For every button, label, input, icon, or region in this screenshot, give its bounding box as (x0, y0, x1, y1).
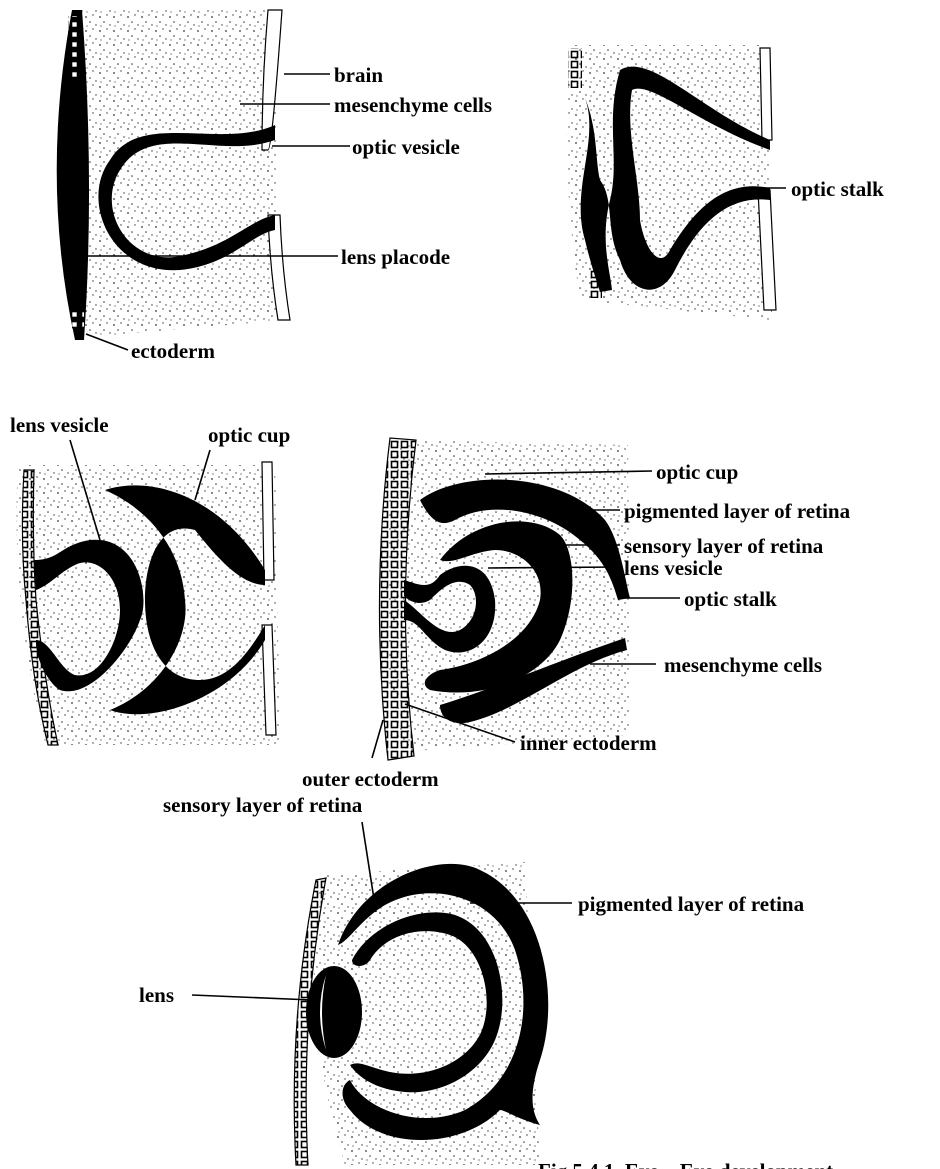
stage1-mesenchyme-region (69, 10, 285, 338)
stage1-label-brain: brain (334, 63, 383, 87)
stage2-ectoderm-cells-top (568, 48, 582, 88)
stage5-label-pigmented-layer: pigmented layer of retina (578, 892, 805, 916)
stage4-label-optic-cup: optic cup (656, 460, 738, 484)
stage5-label-sensory-layer: sensory layer of retina (163, 793, 363, 817)
stage5-mature-eye-diagram (192, 822, 572, 1165)
stage4-label-sensory-layer: sensory layer of retina (624, 534, 824, 558)
stage4-label-outer-ectoderm: outer ectoderm (302, 767, 439, 791)
stage1-label-mesenchyme: mesenchyme cells (334, 93, 492, 117)
stage4-optic-cup-detail-diagram (372, 438, 680, 760)
stage1-label-lens-placode: lens placode (341, 245, 450, 269)
stage3-label-lens-vesicle: lens vesicle (10, 413, 109, 437)
stage5-lens (306, 966, 362, 1058)
stage4-label-mesenchyme: mesenchyme cells (664, 653, 822, 677)
stage1-label-optic-vesicle: optic vesicle (352, 135, 460, 159)
stage3-optic-cup-diagram (17, 440, 280, 745)
stage1-label-ectoderm: ectoderm (131, 339, 215, 363)
stage5-label-lens: lens (139, 983, 174, 1007)
stage2-optic-stalk-diagram (567, 45, 786, 320)
stage4-label-inner-ectoderm: inner ectoderm (520, 731, 657, 755)
stage4-label-pigmented-layer: pigmented layer of retina (624, 499, 851, 523)
stage1-optic-vesicle-diagram (57, 10, 350, 350)
stage4-label-optic-stalk: optic stalk (684, 587, 777, 611)
figure-caption: Fig.5.4.1. Eye ‒ Eye development (538, 1159, 833, 1169)
stage2-label-optic-stalk: optic stalk (791, 177, 884, 201)
stage1-ectoderm-cells (68, 16, 82, 80)
stage4-label-lens-vesicle: lens vesicle (624, 556, 723, 580)
stage1-ectoderm-cells-bottom (72, 312, 84, 330)
stage3-label-optic-cup: optic cup (208, 423, 290, 447)
